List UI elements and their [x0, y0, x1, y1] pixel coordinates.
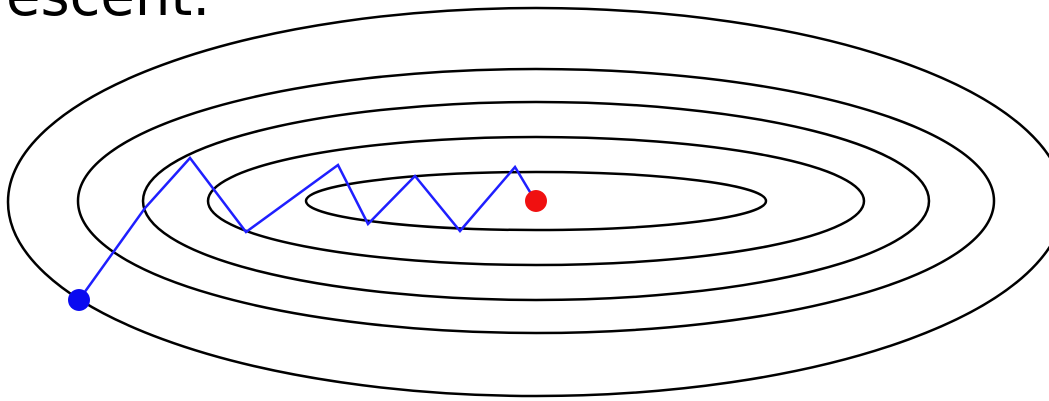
caption-text: escent.: [6, 0, 210, 29]
contour-line-2: [76, 67, 996, 335]
contour-line-1: [6, 6, 1049, 398]
descent-path: [77, 156, 535, 301]
contour-line-4: [206, 135, 866, 267]
contour-line-3: [141, 100, 931, 302]
end-point: [525, 190, 547, 212]
start-point: [68, 289, 90, 311]
contour-line-5: [304, 170, 768, 232]
